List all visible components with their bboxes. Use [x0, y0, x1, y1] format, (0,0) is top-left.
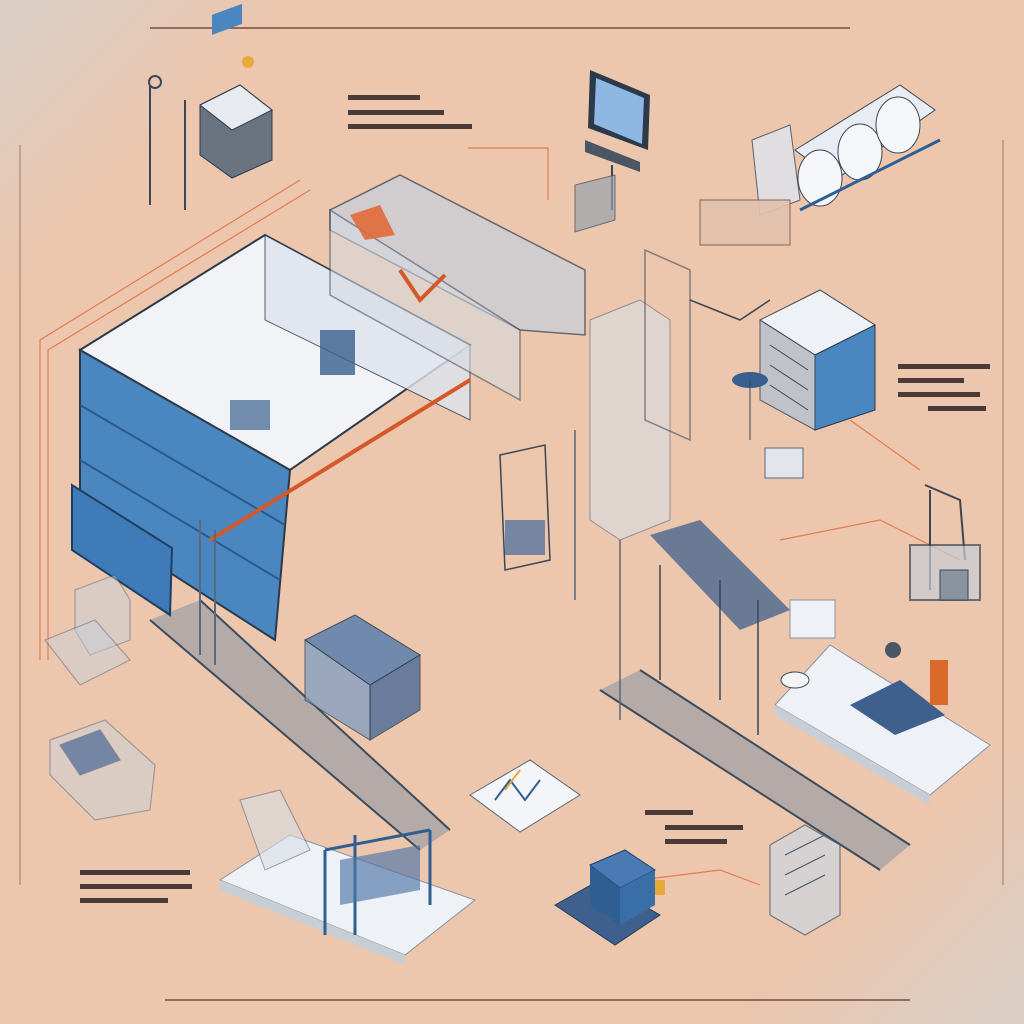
- bottom-left-platform: [218, 789, 477, 965]
- conveyor-mid: [650, 520, 836, 639]
- callout-right: [898, 364, 990, 411]
- conveyor-right: [599, 669, 911, 871]
- tank-line: [699, 84, 941, 246]
- callout-bottom-left: [80, 870, 192, 903]
- blue-machine: [304, 614, 421, 741]
- callout-bottom-center: [645, 810, 743, 844]
- packaging-unit: [769, 824, 841, 936]
- callout-top-center: [348, 95, 472, 129]
- storage-rack: [732, 289, 877, 479]
- central-tower: [499, 299, 671, 720]
- robot-arm: [909, 484, 981, 601]
- upper-housing: [329, 174, 586, 402]
- wiring: [39, 147, 961, 886]
- left-machines: [44, 574, 156, 821]
- blue-press: [554, 849, 665, 946]
- scanner-station: [148, 3, 273, 210]
- robot-cell: [644, 248, 771, 735]
- monitor-workstation: [574, 70, 650, 233]
- center-tray: [469, 759, 581, 833]
- conveyor-left: [149, 599, 451, 851]
- assembly-platform: [774, 642, 991, 805]
